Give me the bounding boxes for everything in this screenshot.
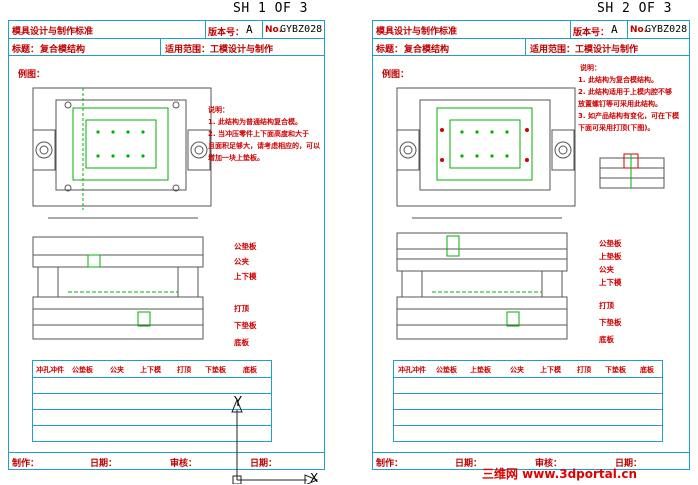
sheet-1-made-label: 制作： <box>12 459 40 469</box>
sheet-2-section-view-drawing <box>396 232 568 340</box>
sheet-1-col-2: 公垫板 <box>72 366 93 374</box>
sheet-1-scope-value: 工模设计与制作 <box>210 45 274 55</box>
sheet-2-col-5: 上下模 <box>540 366 561 374</box>
sheet-1-section-label: 例图： <box>18 70 46 80</box>
sheet-2-scope-label: 适用范围： <box>530 45 576 55</box>
sheet-1-subject-value: 复合模结构 <box>40 45 86 55</box>
sheet-2-date2-label: 日期： <box>615 459 643 469</box>
sheet-1-table <box>32 360 272 442</box>
sheet-2-note-4: 3. 如产品结构有变化，可在下模 <box>578 112 679 120</box>
ucs-axis-icon <box>231 398 319 484</box>
sheet-2-col-7: 下垫板 <box>605 366 626 374</box>
sheet-1-notes-title: 说明： <box>208 106 229 114</box>
sheet-2-note-2: 2. 此结构适用于上模内腔不够 <box>578 88 672 96</box>
sheet-1-plate-label-6: 下垫板 <box>234 321 257 330</box>
sheet-1-review-label: 审核： <box>170 459 198 469</box>
sheet-2-scope-value: 工模设计与制作 <box>575 45 639 55</box>
sheet-2-review-label: 审核： <box>535 459 563 469</box>
sheet-1-top-view-drawing <box>32 87 212 219</box>
sheet-2-col-2: 公垫板 <box>436 366 457 374</box>
sheet-1-version-label: 版本号： <box>208 28 245 38</box>
sheet-2-notes-title: 说明： <box>580 64 601 72</box>
sheet-1-label: SH 1 OF 3 <box>233 1 308 16</box>
sheet-2-col-3: 上垫板 <box>470 366 491 374</box>
sheet-1-scope-label: 适用范围： <box>165 45 211 55</box>
sheet-1-plate-label-1: 公垫板 <box>234 242 257 251</box>
sheet-1-note-2: 2. 当冲压零件上下面高度和大于 <box>208 130 309 138</box>
sheet-1-col-4: 上下模 <box>140 366 161 374</box>
sheet-1-frame <box>8 20 325 470</box>
sheet-2-number-value: GYBZ028 <box>645 24 688 35</box>
sheet-2-plate-label-8: 底板 <box>599 335 614 344</box>
sheet-1-plate-label-2: 公夹 <box>234 257 249 266</box>
sheet-2-label: SH 2 OF 3 <box>597 1 672 16</box>
sheet-1-number-value: GYBZ028 <box>280 24 323 35</box>
sheet-2-plate-label-4: 上下模 <box>599 278 622 287</box>
sheet-2-col-4: 公夹 <box>510 366 524 374</box>
sheet-2-plate-label-1: 公垫板 <box>599 239 622 248</box>
sheet-1-section-view-drawing <box>32 236 204 340</box>
sheet-2-plate-label-7: 下垫板 <box>599 318 622 327</box>
sheet-1-plate-label-5: 打顶 <box>234 304 249 313</box>
sheet-2-made-label: 制作： <box>376 459 404 469</box>
sheet-1-col-3: 公夹 <box>110 366 124 374</box>
sheet-1-note-1: 1. 此结构为普通结构复合模。 <box>208 118 302 126</box>
sheet-1-date-label: 日期： <box>90 459 118 469</box>
sheet-2-date-label: 日期： <box>455 459 483 469</box>
sheet-1-col-6: 下垫板 <box>205 366 226 374</box>
ucs-y-label: Y <box>234 395 242 410</box>
sheet-2-number-label: No. <box>630 25 648 35</box>
ucs-x-label: X <box>310 471 319 485</box>
sheet-2-note-1: 1. 此结构为复合模结构。 <box>578 76 658 84</box>
sheet-2-version-value: A <box>611 23 618 36</box>
sheet-1-col-5: 打顶 <box>177 366 191 374</box>
sheet-1-col-1: 冲孔冲件 <box>36 366 64 374</box>
sheet-2-col-1: 冲孔冲件 <box>398 366 426 374</box>
sheet-2-top-view-drawing <box>396 87 576 219</box>
sheet-2-note-5: 下面可采用打顶(下图)。 <box>578 124 655 132</box>
sheet-1-col-7: 底板 <box>243 366 257 374</box>
sheet-1-plate-label-7: 底板 <box>234 338 249 347</box>
sheet-1-number-label: No. <box>265 25 283 35</box>
sheet-2-note-3: 放置螺钉等可采用此结构。 <box>578 100 662 108</box>
sheet-2-plate-label-6: 打顶 <box>599 301 614 310</box>
sheet-1-plate-label-3: 上下模 <box>234 272 257 281</box>
sheet-1-date2-label: 日期： <box>250 459 278 469</box>
sheet-2-plate-label-2: 上垫板 <box>599 252 622 261</box>
sheet-1-subject-label: 标题： <box>12 45 40 55</box>
sheet-2-section-label: 例图： <box>382 70 410 80</box>
sheet-1-note-4: 增加一块上垫板。 <box>208 154 264 162</box>
sheet-2-title: 模具设计与制作标准 <box>376 27 458 37</box>
sheet-2-frame <box>372 20 690 470</box>
sheet-2-version-label: 版本号： <box>573 28 610 38</box>
sheet-2-col-6: 打顶 <box>577 366 591 374</box>
sheet-2-table <box>393 360 663 442</box>
watermark: 三维网 www.3dportal.cn <box>482 467 638 481</box>
sheet-2-subject-value: 复合模结构 <box>404 45 450 55</box>
sheet-2-plate-label-3: 公夹 <box>599 265 614 274</box>
sheet-1-title: 模具设计与制作标准 <box>12 27 94 37</box>
sheet-2-subject-label: 标题： <box>376 45 404 55</box>
sheet-2-detail-drawing <box>599 153 665 189</box>
sheet-1-note-3: 且面积足够大，请考虑相应的，可以 <box>208 142 320 150</box>
sheet-2-col-8: 底板 <box>640 366 654 374</box>
sheet-1-version-value: A <box>246 23 253 36</box>
